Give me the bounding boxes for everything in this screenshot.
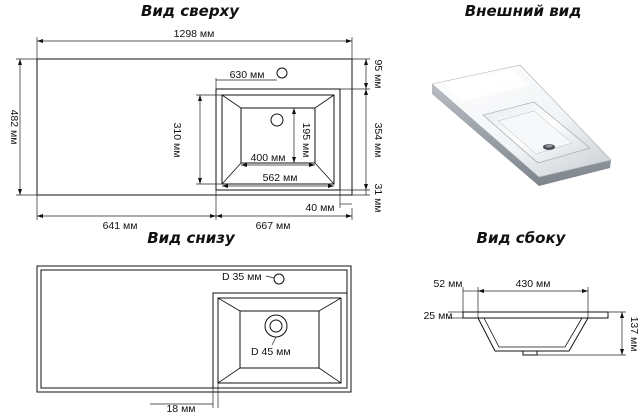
dim-bowl-inner-depth: 310 мм bbox=[171, 123, 183, 158]
faucet-hole bbox=[276, 67, 288, 79]
bottom-view: D 35 мм D 45 мм 18 мм bbox=[36, 265, 352, 415]
bowl-inner-rim bbox=[221, 94, 335, 185]
bowl-outer-rim bbox=[215, 88, 341, 191]
bottom-bowl-rim bbox=[217, 297, 342, 384]
dim-left-section: 641 мм bbox=[103, 220, 138, 232]
bottom-bowl-base bbox=[239, 310, 320, 369]
top-view-title: Вид сверху bbox=[141, 2, 240, 20]
dim-bowl-outer-depth: 354 мм bbox=[372, 123, 384, 158]
bottom-faucet-hole bbox=[273, 273, 285, 285]
bottom-outline-inner bbox=[40, 269, 348, 389]
dim-side-bowl-width: 430 мм bbox=[516, 278, 551, 290]
side-view-title: Вид сбоку bbox=[477, 229, 567, 247]
side-drain bbox=[522, 350, 538, 356]
side-view: 52 мм 430 мм 25 мм 137 мм bbox=[423, 278, 640, 356]
bowl-bottom bbox=[240, 107, 316, 164]
drain-outer-ring bbox=[264, 314, 288, 338]
dim-total-width: 1298 мм bbox=[174, 28, 215, 40]
dim-drain-diameter: D 45 мм bbox=[251, 346, 291, 358]
countertop-outline bbox=[36, 58, 353, 196]
dim-thickness: 18 мм bbox=[166, 403, 195, 415]
drain-inner-ring bbox=[269, 319, 283, 333]
dim-side-total-height: 137 мм bbox=[628, 317, 640, 352]
bottom-view-title: Вид снизу bbox=[147, 229, 236, 247]
dim-back-margin: 95 мм bbox=[372, 59, 384, 88]
dim-right-section: 667 мм bbox=[256, 220, 291, 232]
dim-bowl-inner-width: 562 мм bbox=[263, 172, 298, 184]
dim-right-margin: 40 мм bbox=[305, 202, 334, 214]
dim-bowl-bottom-depth: 195 мм bbox=[300, 123, 312, 158]
side-bowl-profile bbox=[477, 317, 589, 352]
external-view-render bbox=[431, 64, 612, 186]
dim-side-top-thickness: 52 мм bbox=[433, 278, 462, 290]
drain-hole bbox=[270, 113, 284, 127]
dim-total-depth: 482 мм bbox=[8, 110, 20, 145]
side-slab bbox=[462, 311, 609, 319]
dim-bowl-bottom-width: 400 мм bbox=[251, 152, 286, 164]
bottom-bowl-outer bbox=[212, 292, 348, 389]
dim-side-offset: 25 мм bbox=[423, 310, 452, 322]
top-view: 1298 мм 482 мм 630 мм 310 мм 195 мм 400 … bbox=[8, 28, 384, 232]
external-view-title: Внешний вид bbox=[465, 2, 582, 20]
dim-hole-offset: 630 мм bbox=[230, 69, 265, 81]
bottom-outline-outer bbox=[36, 265, 352, 393]
dim-front-margin: 31 мм bbox=[372, 183, 384, 212]
dim-hole-diameter: D 35 мм bbox=[222, 271, 262, 283]
